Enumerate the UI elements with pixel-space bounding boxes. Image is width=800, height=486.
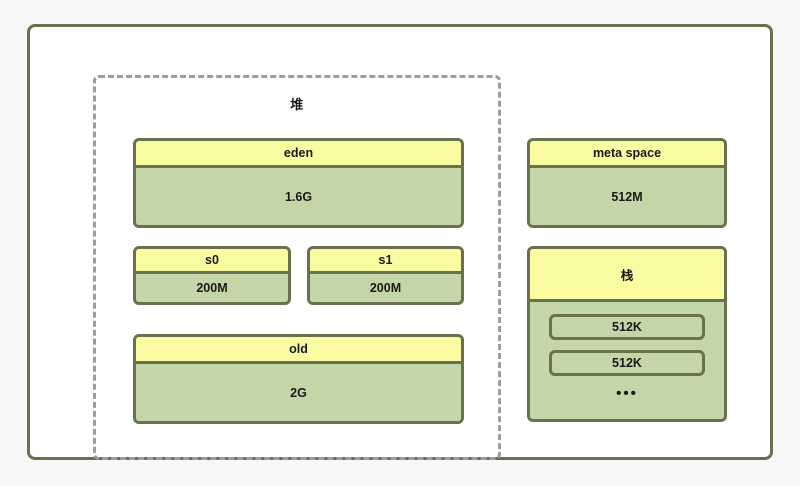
memory-block-old-size: 2G: [136, 364, 461, 421]
memory-block-s0-header: s0: [136, 249, 288, 274]
memory-block-s1-header: s1: [310, 249, 461, 274]
memory-block-old-header: old: [136, 337, 461, 364]
memory-block-old: old 2G: [133, 334, 464, 424]
memory-block-eden-header: eden: [136, 141, 461, 168]
stack-frame-item: 512K: [549, 350, 705, 376]
stack-frame-list: 512K 512K •••: [530, 302, 724, 419]
memory-block-s0: s0 200M: [133, 246, 291, 305]
heap-region: 堆: [93, 75, 501, 460]
memory-block-eden: eden 1.6G: [133, 138, 464, 228]
stack-frame-item: 512K: [549, 314, 705, 340]
memory-block-s0-size: 200M: [136, 274, 288, 302]
memory-block-meta-space-header: meta space: [530, 141, 724, 168]
heap-label: 堆: [290, 97, 304, 112]
memory-block-meta-space-size: 512M: [530, 168, 724, 225]
memory-block-meta-space: meta space 512M: [527, 138, 727, 228]
memory-block-eden-size: 1.6G: [136, 168, 461, 225]
memory-block-s1-size: 200M: [310, 274, 461, 302]
memory-block-stack-header: 栈: [530, 249, 724, 302]
memory-block-s1: s1 200M: [307, 246, 464, 305]
stack-ellipsis: •••: [616, 385, 638, 402]
memory-block-stack: 栈 512K 512K •••: [527, 246, 727, 422]
jvm-memory-outer-frame: 堆 eden 1.6G s0 200M s1 200M old 2G meta …: [27, 24, 773, 460]
